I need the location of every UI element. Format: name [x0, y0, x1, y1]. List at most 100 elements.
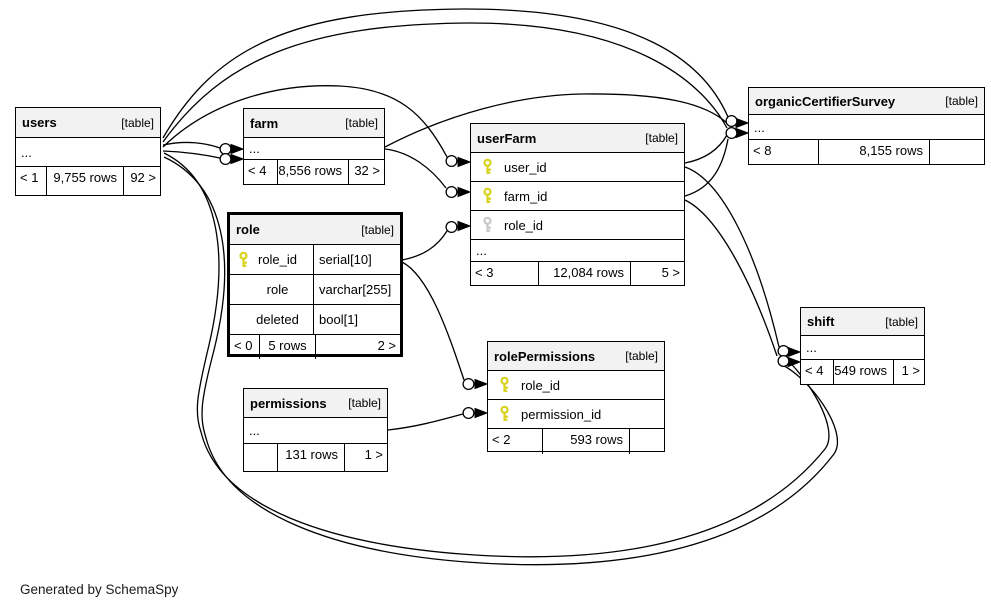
edge-userFarm-shift-2: [684, 199, 778, 357]
table-rolePermissions[interactable]: rolePermissions [table] role_id permissi…: [487, 341, 665, 454]
table-footer: < 2 593 rows: [488, 429, 664, 454]
table-name: rolePermissions: [494, 348, 596, 364]
arrowhead: [457, 220, 472, 232]
column-name-cell: role_id: [230, 245, 314, 274]
columns-ellipsis: ...: [16, 138, 160, 167]
table-name: shift: [807, 314, 835, 329]
table-footer: < 8 8,155 rows: [749, 140, 984, 164]
table-users-header: users [table]: [16, 108, 160, 138]
columns-ellipsis: ...: [749, 115, 984, 140]
cardinality-circle: [777, 354, 790, 368]
edge-userFarm-shift-1: [684, 166, 780, 348]
table-users[interactable]: users [table] ... < 1 9,755 rows 92 >: [15, 107, 161, 196]
edge-users-shift-bottom-inner: [163, 152, 830, 558]
arrowhead: [787, 356, 802, 368]
table-name: permissions: [250, 395, 327, 411]
column-row-role: role varchar[255]: [230, 275, 400, 305]
arrowhead: [474, 378, 489, 390]
primary-key-icon: [239, 251, 248, 267]
columns-ellipsis: ...: [801, 336, 924, 360]
endpoint-rolePermissions-permission-id: [462, 406, 489, 420]
column-row-deleted: deleted bool[1]: [230, 305, 400, 335]
table-type-tag: [table]: [361, 222, 394, 237]
row-count: 131 rows: [285, 447, 338, 462]
child-count: 1 >: [893, 360, 924, 384]
endpoint-farm-2: [219, 152, 245, 166]
cardinality-circle: [777, 344, 790, 358]
table-shift-header: shift [table]: [801, 308, 924, 336]
endpoint-farm-1: [219, 142, 245, 156]
table-type-tag: [table]: [625, 349, 658, 363]
edge-userFarm-organicCertifierSurvey-2: [684, 138, 729, 197]
parent-count: < 8: [749, 140, 819, 164]
table-organicCertifierSurvey-header: organicCertifierSurvey [table]: [749, 88, 984, 115]
edge-users-farm-2: [162, 150, 221, 159]
column-row-user-id: user_id: [471, 153, 684, 182]
column-name: user_id: [504, 159, 547, 175]
table-footer: 131 rows 1 >: [244, 444, 387, 471]
cardinality-circle: [219, 152, 232, 166]
table-name: users: [22, 115, 57, 130]
endpoint-shift-1: [777, 344, 802, 358]
endpoint-userFarm-user-id: [445, 154, 472, 168]
table-type-tag: [table]: [885, 314, 918, 329]
cardinality-circle: [725, 114, 738, 128]
column-name-cell: deleted: [230, 305, 314, 334]
table-type-tag: [table]: [645, 131, 678, 145]
edge-users-userFarm-user-id: [162, 85, 448, 158]
child-count: 2 >: [377, 338, 396, 353]
table-name: organicCertifierSurvey: [755, 93, 896, 109]
columns-ellipsis: ...: [471, 240, 684, 262]
row-count: 549 rows: [834, 363, 887, 378]
table-permissions[interactable]: permissions [table] ... 131 rows 1 >: [243, 388, 388, 472]
cardinality-circle: [462, 377, 475, 391]
table-userFarm[interactable]: userFarm [table] user_id farm_id role_id…: [470, 123, 685, 286]
cardinality-circle: [445, 220, 458, 234]
column-name: role_id: [504, 217, 544, 233]
row-count: 8,556 rows: [278, 163, 342, 178]
child-count: 92 >: [123, 167, 160, 195]
endpoint-organicCertifierSurvey-2: [725, 126, 750, 140]
column-type: varchar[255]: [319, 282, 392, 297]
table-footer: < 4 549 rows 1 >: [801, 360, 924, 384]
table-rolePermissions-header: rolePermissions [table]: [488, 342, 664, 371]
table-role-header: role [table]: [230, 215, 400, 245]
column-name: role_id: [521, 377, 561, 393]
primary-key-icon: [500, 405, 509, 421]
child-count: 32 >: [348, 160, 384, 184]
parent-count: < 4: [244, 160, 278, 184]
foreign-key-icon: [483, 216, 492, 232]
parent-count: < 4: [801, 360, 834, 384]
table-shift[interactable]: shift [table] ... < 4 549 rows 1 >: [800, 307, 925, 385]
table-farm[interactable]: farm [table] ... < 4 8,556 rows 32 >: [243, 108, 385, 185]
arrowhead: [230, 143, 245, 155]
column-name: role: [266, 282, 289, 297]
edge-permissions-rolePermissions-permission-id: [387, 413, 464, 431]
table-type-tag: [table]: [945, 94, 978, 108]
cardinality-circle: [725, 126, 738, 140]
cardinality-circle: [462, 406, 475, 420]
table-type-tag: [table]: [121, 115, 154, 130]
column-row-role-id: role_id serial[10]: [230, 245, 400, 275]
row-count: 9,755 rows: [53, 170, 117, 185]
edge-users-farm-1: [162, 141, 221, 149]
parent-count: < 3: [471, 262, 539, 285]
table-footer: < 0 5 rows 2 >: [230, 335, 400, 359]
endpoint-userFarm-role-id: [445, 220, 472, 234]
table-type-tag: [table]: [345, 116, 378, 130]
arrowhead: [230, 153, 245, 165]
arrowhead: [787, 346, 802, 358]
parent-count: < 1: [16, 167, 47, 195]
edge-role-userFarm-role-id: [401, 230, 448, 261]
table-organicCertifierSurvey[interactable]: organicCertifierSurvey [table] ... < 8 8…: [748, 87, 985, 165]
table-footer: < 4 8,556 rows 32 >: [244, 160, 384, 184]
edge-userFarm-organicCertifierSurvey-1: [684, 134, 728, 164]
parent-count: < 0: [230, 335, 260, 359]
primary-key-icon: [483, 158, 492, 174]
column-name-cell: role: [230, 275, 314, 304]
table-role[interactable]: role [table] role_id serial[10] role var…: [227, 212, 403, 359]
cardinality-circle: [219, 142, 232, 156]
parent-count: < 2: [488, 429, 543, 454]
arrowhead: [474, 407, 489, 419]
